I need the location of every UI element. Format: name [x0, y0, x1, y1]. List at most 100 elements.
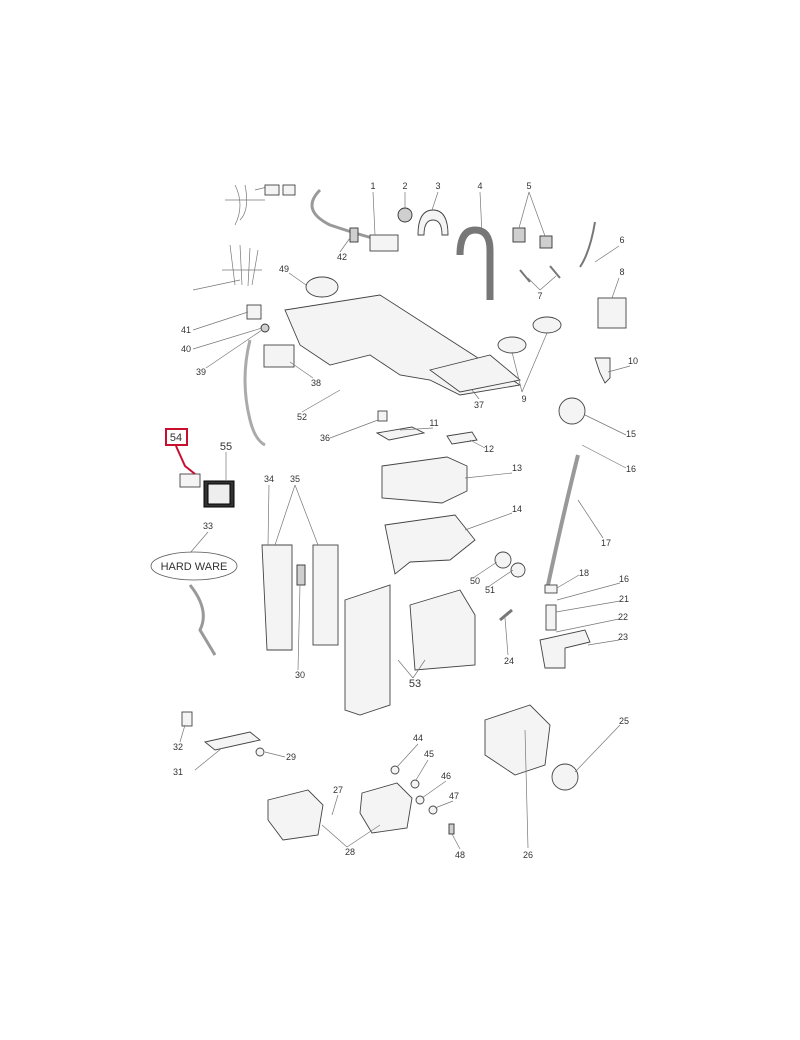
part-label-47[interactable]: 47 [449, 791, 459, 801]
part-47 [428, 805, 438, 815]
part-label-49[interactable]: 49 [279, 264, 289, 274]
part-21 [545, 604, 557, 631]
hose-17 [546, 454, 580, 586]
part-label-32[interactable]: 32 [173, 742, 183, 752]
wiring-harness-top [225, 184, 276, 226]
part-label-16b[interactable]: 16 [619, 574, 629, 584]
heater-31 [203, 731, 262, 751]
motor-28b [359, 782, 413, 834]
part-label-45[interactable]: 45 [424, 749, 434, 759]
part-label-50[interactable]: 50 [470, 576, 480, 586]
part-label-1[interactable]: 1 [370, 181, 375, 191]
part-label-9[interactable]: 9 [521, 394, 526, 404]
part-label-17[interactable]: 17 [601, 538, 611, 548]
part-label-53[interactable]: 53 [409, 678, 421, 690]
part-label-34[interactable]: 34 [264, 474, 274, 484]
gasket-49 [305, 276, 339, 298]
power-cord [310, 188, 381, 242]
part-54 [179, 473, 201, 488]
part-label-35[interactable]: 35 [290, 474, 300, 484]
cover-53 [409, 589, 476, 671]
part-label-55[interactable]: 55 [220, 441, 232, 453]
part-label-51[interactable]: 51 [485, 585, 495, 595]
part-label-28[interactable]: 28 [345, 847, 355, 857]
part-label-40[interactable]: 40 [181, 344, 191, 354]
part-label-52[interactable]: 52 [297, 412, 307, 422]
part-label-7[interactable]: 7 [537, 291, 542, 301]
part-label-10[interactable]: 10 [628, 356, 638, 366]
part-38 [263, 344, 295, 368]
part-32 [181, 711, 193, 727]
part-30 [296, 564, 306, 586]
ribbon-cable [188, 584, 217, 656]
part-label-46[interactable]: 46 [441, 771, 451, 781]
wire-6 [579, 221, 596, 268]
screw-42 [349, 227, 359, 243]
pressure-switch-23 [539, 629, 591, 669]
part-label-31[interactable]: 31 [173, 767, 183, 777]
part-label-41[interactable]: 41 [181, 325, 191, 335]
hose-bracket-3 [417, 209, 449, 236]
part-label-21[interactable]: 21 [619, 594, 629, 604]
frame-piece [344, 584, 391, 716]
part-10 [594, 357, 611, 384]
part-label-44[interactable]: 44 [413, 733, 423, 743]
part-label-11[interactable]: 11 [429, 418, 438, 428]
part-44 [390, 765, 400, 775]
part-18 [544, 584, 558, 594]
part-label-24[interactable]: 24 [504, 656, 514, 666]
hardware-ellipse [150, 551, 238, 581]
part-label-12[interactable]: 12 [484, 444, 494, 454]
part-41 [246, 304, 262, 320]
part-label-5[interactable]: 5 [526, 181, 531, 191]
sensor-5a [512, 227, 526, 243]
dispenser-drawer-13 [381, 456, 468, 504]
pump-26 [484, 704, 551, 776]
cord-clamp [369, 234, 399, 252]
board-35 [312, 544, 339, 646]
part-label-26[interactable]: 26 [523, 850, 533, 860]
part-24 [499, 608, 513, 622]
part-label-48[interactable]: 48 [455, 850, 465, 860]
part-12 [446, 431, 478, 445]
part-label-22[interactable]: 22 [618, 612, 628, 622]
part-label-23[interactable]: 23 [618, 632, 628, 642]
part-label-33[interactable]: 33 [203, 521, 213, 531]
part-label-14[interactable]: 14 [512, 504, 522, 514]
part-drawings [179, 184, 627, 841]
part-label-38[interactable]: 38 [311, 378, 321, 388]
connector [264, 184, 280, 196]
highlight-box-54 [165, 428, 188, 446]
part-label-42[interactable]: 42 [337, 252, 347, 262]
part-label-16[interactable]: 16 [626, 464, 636, 474]
part-label-27[interactable]: 27 [333, 785, 343, 795]
part-label-29[interactable]: 29 [286, 752, 296, 762]
part-label-3[interactable]: 3 [435, 181, 440, 191]
sensor-5b [539, 235, 553, 249]
knob-15 [558, 397, 586, 425]
part-label-13[interactable]: 13 [512, 463, 522, 473]
highlight-leader [175, 445, 196, 475]
part-label-54[interactable]: 54 [170, 432, 182, 444]
part-label-30[interactable]: 30 [295, 670, 305, 680]
part-labels: 1 2 3 4 5 6 7 8 9 10 11 12 13 14 15 16 1… [170, 181, 638, 860]
dispenser-cover-37 [428, 354, 522, 393]
module-8 [597, 297, 627, 329]
part-55-face [207, 483, 231, 505]
part-label-18[interactable]: 18 [579, 568, 589, 578]
part-label-36[interactable]: 36 [320, 433, 330, 443]
part-label-39[interactable]: 39 [196, 367, 206, 377]
hose-39 [243, 339, 266, 447]
part-label-25[interactable]: 25 [619, 716, 629, 726]
part-label-6[interactable]: 6 [619, 235, 624, 245]
part-48 [448, 823, 455, 835]
part-label-4[interactable]: 4 [477, 181, 482, 191]
part-40 [260, 323, 270, 333]
part-label-15[interactable]: 15 [626, 429, 636, 439]
part-29 [255, 747, 265, 757]
part-label-37[interactable]: 37 [474, 400, 484, 410]
part-50 [494, 551, 512, 569]
part-label-8[interactable]: 8 [619, 267, 624, 277]
drain-hose-4 [456, 226, 494, 300]
part-label-2[interactable]: 2 [402, 181, 407, 191]
